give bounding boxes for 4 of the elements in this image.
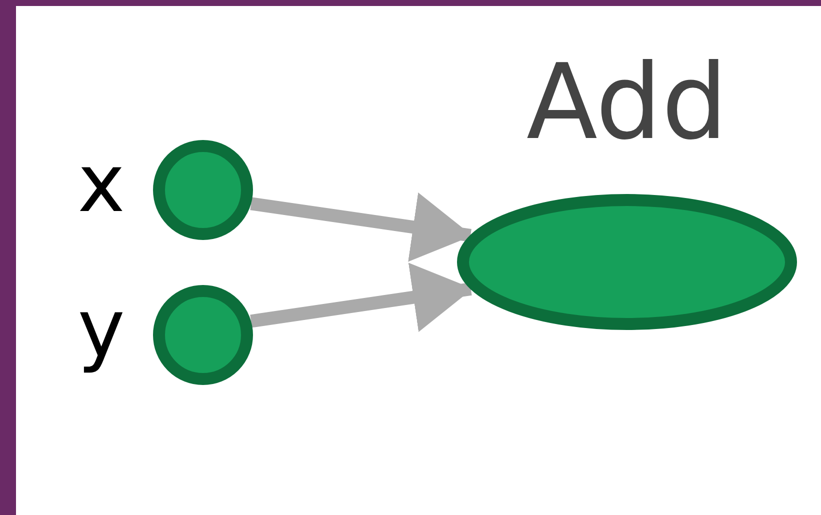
arrow [250,192,472,262]
arrow [250,262,473,332]
node-title: Add [525,50,729,154]
port-label: x [78,144,125,224]
